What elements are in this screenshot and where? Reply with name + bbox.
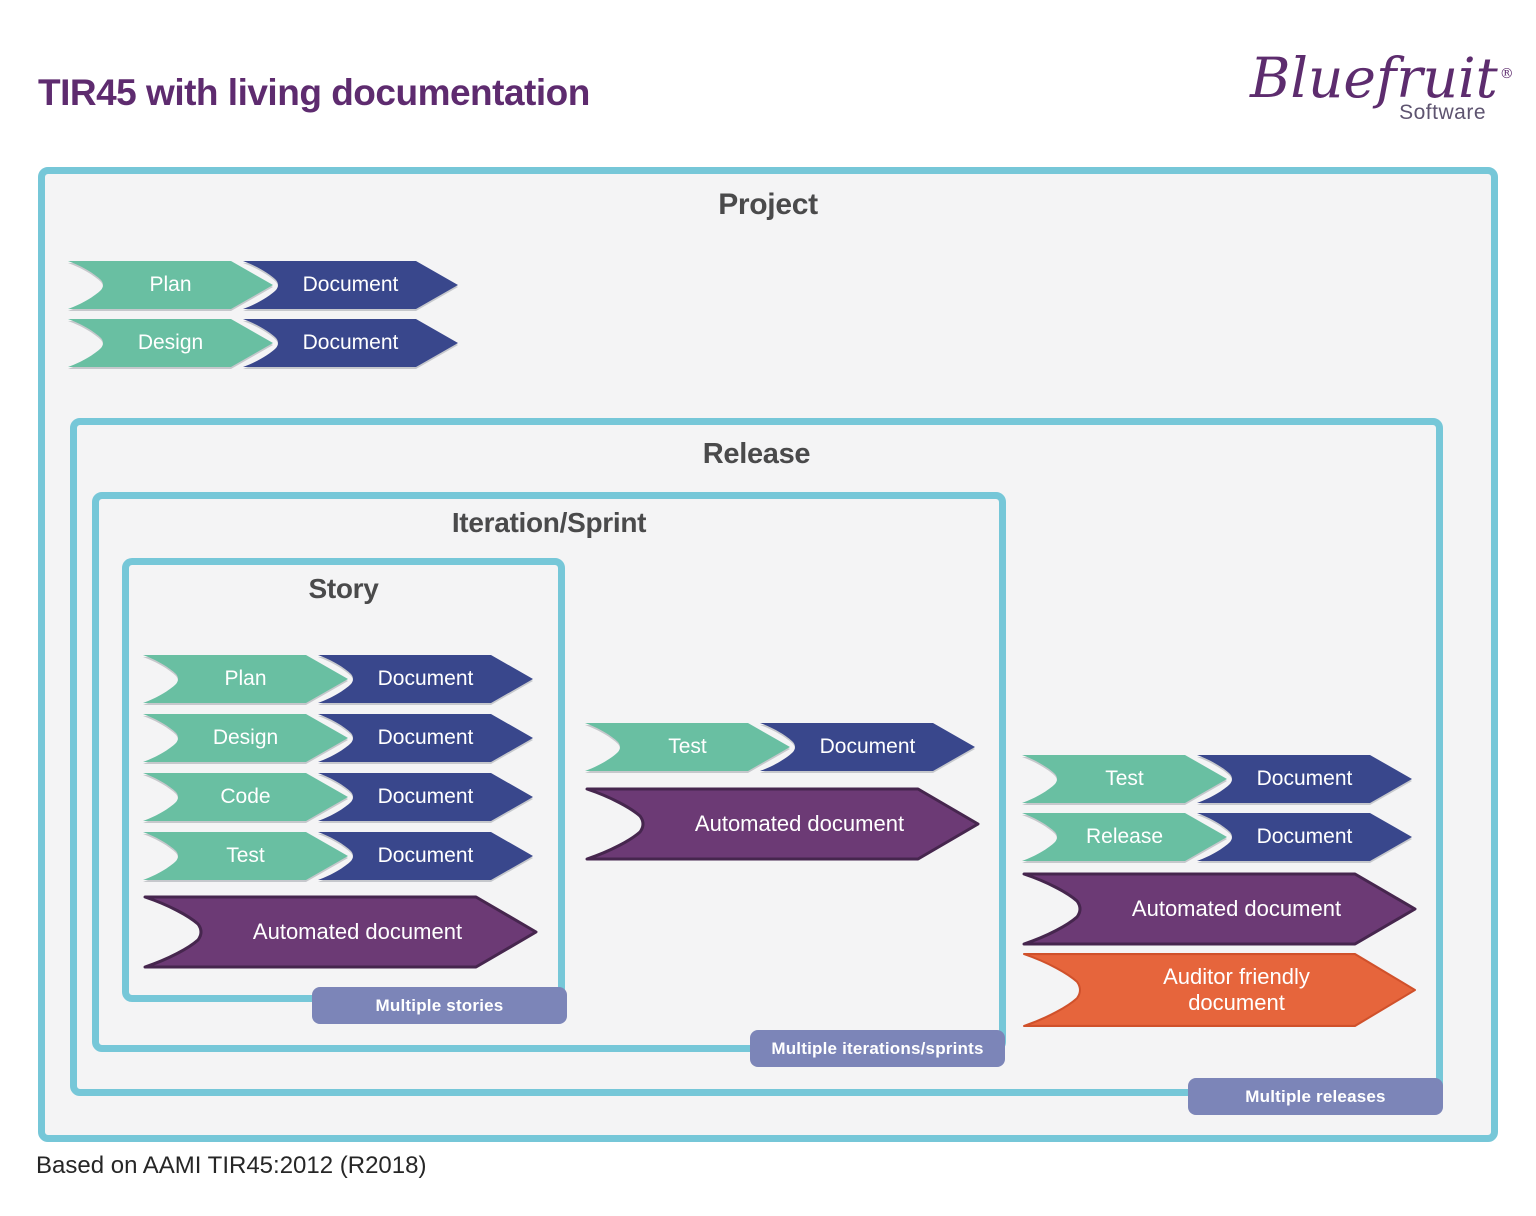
- document-arrow: Document: [318, 773, 533, 821]
- project-row-design: Design Document: [68, 319, 458, 367]
- chevron-ribbon-icon: [760, 723, 975, 771]
- chevron-ribbon-icon: [143, 773, 348, 821]
- multiple-iterations-badge-label: Multiple iterations/sprints: [771, 1038, 984, 1058]
- story-row-design: Design Document: [143, 714, 533, 762]
- page-title: TIR45 with living documentation: [38, 72, 590, 113]
- chevron-ribbon-icon: [318, 773, 533, 821]
- chevron-ribbon-icon: [1023, 953, 1416, 1027]
- story-box-label: Story: [308, 573, 379, 604]
- document-label: Document: [377, 667, 474, 690]
- chevron-ribbon-icon: [68, 261, 273, 309]
- release-row-test: Test Document: [1022, 755, 1412, 803]
- document-arrow: Document: [318, 832, 533, 880]
- auditor-friendly-document-arrow: Auditor friendly document: [1022, 952, 1417, 1028]
- chevron-ribbon-icon: [318, 832, 533, 880]
- chevron-ribbon-icon: [143, 895, 538, 969]
- stage-label: Design: [137, 331, 204, 354]
- document-label: Document: [377, 844, 474, 867]
- automated-document-arrow: Automated document: [1022, 872, 1417, 946]
- iteration-sprint-box-label: Iteration/Sprint: [451, 507, 647, 538]
- chevron-ribbon-icon: [1197, 813, 1412, 861]
- stage-arrow-test: Test: [1022, 755, 1227, 803]
- stage-arrow-plan: Plan: [143, 655, 348, 703]
- document-arrow: Document: [760, 723, 975, 771]
- multiple-releases-badge-label: Multiple releases: [1245, 1086, 1386, 1106]
- multiple-iterations-badge: Multiple iterations/sprints: [750, 1030, 1005, 1067]
- chevron-ribbon-icon: [143, 714, 348, 762]
- document-arrow: Document: [318, 714, 533, 762]
- document-label: Document: [1256, 825, 1353, 848]
- document-label: Document: [1256, 767, 1353, 790]
- document-label: Document: [377, 785, 474, 808]
- automated-document-label: Automated document: [252, 919, 463, 944]
- chevron-ribbon-icon: [243, 319, 458, 367]
- automated-document-label: Automated document: [1131, 896, 1342, 921]
- stage-label: Plan: [149, 273, 192, 296]
- stage-arrow-code: Code: [143, 773, 348, 821]
- document-arrow: Document: [1197, 813, 1412, 861]
- document-arrow: Document: [243, 319, 458, 367]
- automated-document-label: Automated document: [694, 811, 905, 836]
- document-label: Document: [302, 331, 399, 354]
- document-arrow: Document: [1197, 755, 1412, 803]
- chevron-ribbon-icon: [318, 714, 533, 762]
- stage-label: Test: [668, 735, 707, 758]
- auditor-friendly-document-label: Auditor friendly document: [1163, 963, 1310, 1015]
- stage-label: Test: [226, 844, 265, 867]
- stage-arrow-test: Test: [143, 832, 348, 880]
- release-box-label: Release: [702, 438, 811, 470]
- stage-label: Plan: [224, 667, 267, 690]
- chevron-ribbon-icon: [1022, 813, 1227, 861]
- story-row-test: Test Document: [143, 832, 533, 880]
- chevron-ribbon-icon: [1022, 755, 1227, 803]
- stage-label: Release: [1085, 825, 1164, 848]
- logo-subtitle: Software: [1399, 100, 1486, 124]
- iteration-sprint-box: Iteration/Sprint Story Plan Document: [92, 492, 1006, 1067]
- story-row-plan: Plan Document: [143, 655, 533, 703]
- stage-arrow-design: Design: [68, 319, 273, 367]
- document-arrow: Document: [318, 655, 533, 703]
- stage-label: Code: [220, 785, 271, 808]
- stage-label: Test: [1105, 767, 1144, 790]
- project-box-label: Project: [718, 188, 818, 221]
- multiple-releases-badge: Multiple releases: [1188, 1078, 1443, 1115]
- multiple-stories-badge: Multiple stories: [312, 987, 567, 1024]
- bluefruit-logo: Bluefruit® Software: [1250, 46, 1514, 125]
- chevron-ribbon-icon: [1197, 755, 1412, 803]
- release-box: Release Iteration/Sprint Story Plan Doc: [70, 418, 1443, 1115]
- stage-arrow-release: Release: [1022, 813, 1227, 861]
- iteration-row-test: Test Document: [585, 723, 975, 771]
- chevron-ribbon-icon: [243, 261, 458, 309]
- document-label: Document: [302, 273, 399, 296]
- document-label: Document: [819, 735, 916, 758]
- chevron-ribbon-icon: [585, 723, 790, 771]
- document-label: Document: [377, 726, 474, 749]
- story-box: Story Plan Document: [122, 558, 567, 1024]
- chevron-ribbon-icon: [585, 787, 980, 861]
- release-row-release: Release Document: [1022, 813, 1412, 861]
- project-box: Project Plan Document Design Document: [38, 167, 1498, 1142]
- chevron-ribbon-icon: [143, 655, 348, 703]
- chevron-ribbon-icon: [143, 832, 348, 880]
- multiple-stories-badge-label: Multiple stories: [375, 995, 504, 1015]
- logo-brand-text: Bluefruit: [1250, 46, 1498, 110]
- source-footnote: Based on AAMI TIR45:2012 (R2018): [36, 1152, 427, 1179]
- stage-arrow-design: Design: [143, 714, 348, 762]
- stage-label: Design: [212, 726, 279, 749]
- project-row-plan: Plan Document: [68, 261, 458, 309]
- automated-document-arrow: Automated document: [143, 895, 538, 969]
- registered-trademark-icon: ®: [1499, 65, 1514, 82]
- chevron-ribbon-icon: [1022, 872, 1417, 946]
- chevron-ribbon-icon: [68, 319, 273, 367]
- logo-brand: Bluefruit®: [1250, 46, 1514, 110]
- automated-document-arrow: Automated document: [585, 787, 980, 861]
- chevron-ribbon-icon: [318, 655, 533, 703]
- stage-arrow-test: Test: [585, 723, 790, 771]
- story-row-code: Code Document: [143, 773, 533, 821]
- stage-arrow-plan: Plan: [68, 261, 273, 309]
- document-arrow: Document: [243, 261, 458, 309]
